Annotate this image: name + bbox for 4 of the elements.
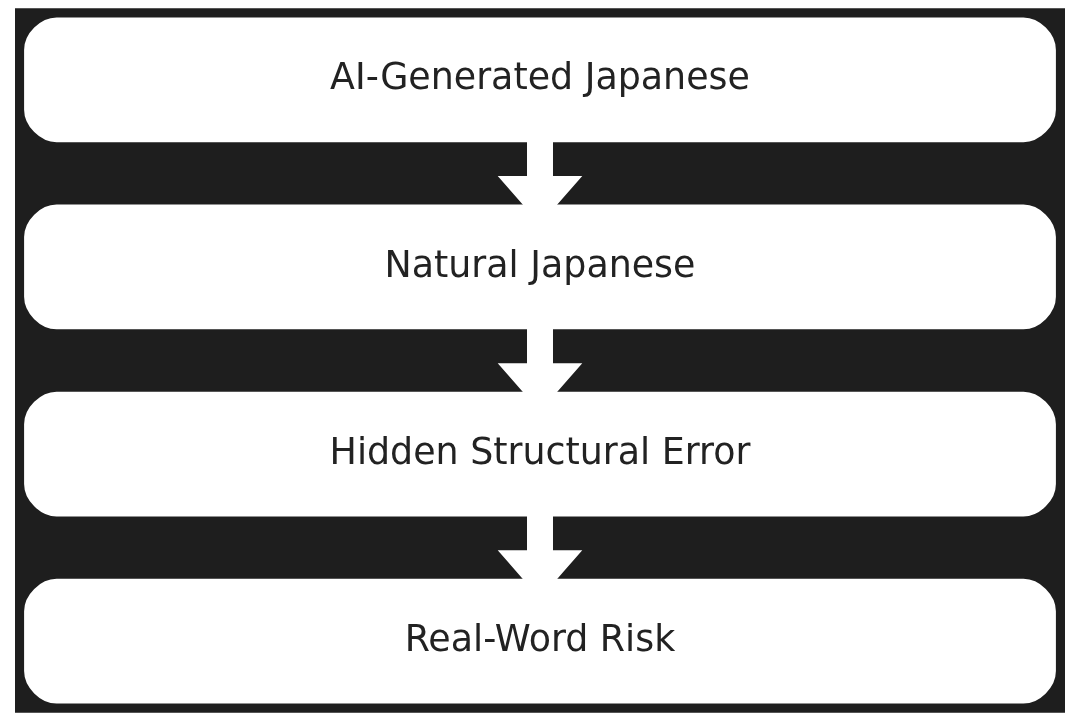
node-box: AI-Generated Japanese	[24, 17, 1056, 143]
node-box: Hidden Structural Error	[24, 391, 1056, 517]
node-box: Real-Word Risk	[24, 578, 1056, 704]
node-box: Natural Japanese	[24, 204, 1056, 330]
